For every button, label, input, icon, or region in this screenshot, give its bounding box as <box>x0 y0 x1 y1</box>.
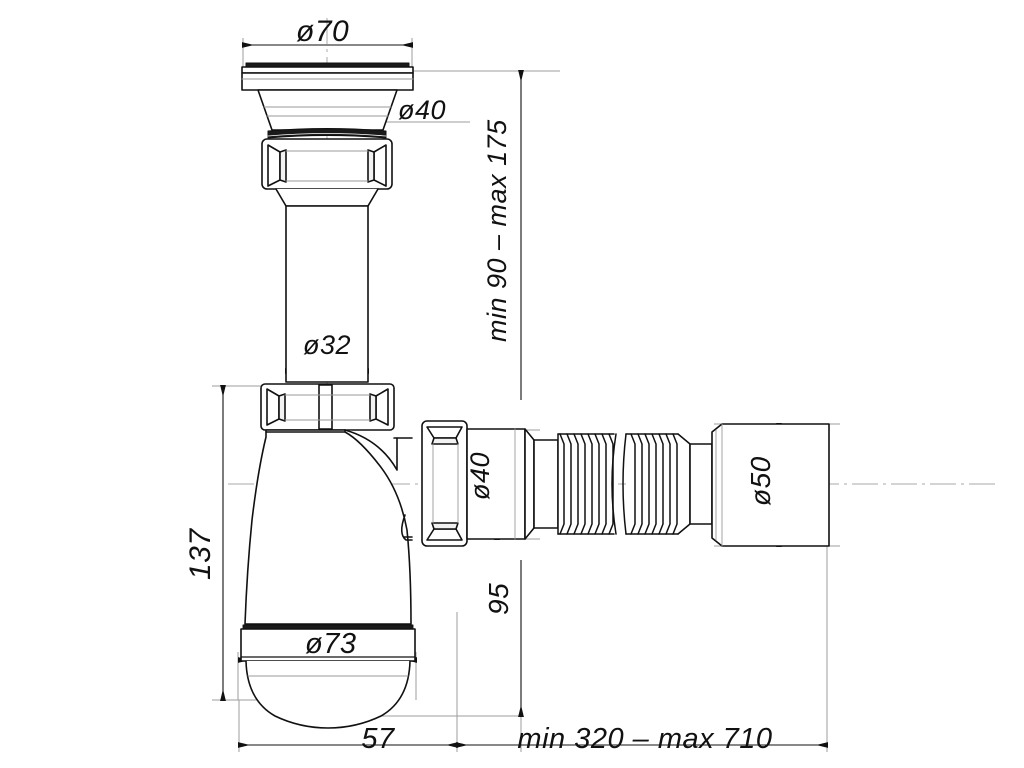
outlet-pipe-small <box>533 439 559 529</box>
outlet-pipe <box>466 428 559 540</box>
outlet-pipe-step <box>524 428 535 540</box>
hose-collar <box>689 443 713 525</box>
label-d40-outlet: ø40 <box>465 452 495 500</box>
bellows-right-endstep <box>677 433 691 535</box>
label-d32: ø32 <box>303 330 351 360</box>
label-min90-max175: min 90 – max 175 <box>482 119 512 342</box>
outlet-nut-rib-b2 <box>431 522 459 530</box>
seal-ring-highlight <box>267 133 387 137</box>
label-d40-inlet: ø40 <box>398 95 446 125</box>
transition-cone <box>275 188 379 207</box>
inlet-cone <box>257 89 398 131</box>
label-57: 57 <box>361 723 396 755</box>
lower-nut-rib-r2 <box>369 393 377 422</box>
upper-nut-rib-l2 <box>279 149 287 183</box>
bellows-right-folds <box>630 433 678 535</box>
sink-flange <box>241 62 414 91</box>
bowl-body <box>244 429 412 625</box>
label-min320-max710: min 320 – max 710 <box>517 723 772 755</box>
trap-bowl <box>244 429 413 625</box>
label-d50: ø50 <box>745 456 776 506</box>
outlet-nut-rib-t1 <box>426 426 463 439</box>
lower-nut-center-rib <box>318 384 333 430</box>
bellows-left-folds <box>559 433 614 535</box>
upper-nut-rib-r2 <box>367 149 375 183</box>
bowl-bottom-cap <box>240 624 416 729</box>
label-d70: ø70 <box>296 15 349 48</box>
bellows-left-fill <box>558 434 614 534</box>
label-d73: ø73 <box>305 628 356 660</box>
lower-nut-rib-l1 <box>266 388 280 426</box>
downpipe-body <box>285 205 369 383</box>
downpipe-top-transition <box>275 188 379 207</box>
upper-nut-rib-r1 <box>373 144 387 187</box>
cap-ring <box>240 628 416 662</box>
outlet-nut-rib-b1 <box>426 528 463 541</box>
vertical-downpipe <box>285 205 369 383</box>
label-95: 95 <box>483 583 514 615</box>
part-geometry <box>240 62 830 729</box>
bellows-right-break <box>622 433 627 535</box>
lower-nut-rib-r1 <box>375 388 389 426</box>
label-137: 137 <box>184 528 217 580</box>
upper-union-nut <box>261 138 393 190</box>
upper-nut-rib-l1 <box>267 144 281 187</box>
corrugated-hose-left <box>557 433 617 535</box>
bellows-left-break <box>611 433 617 535</box>
bowl-union-nut <box>260 383 395 431</box>
corrugated-hose-right <box>622 433 713 535</box>
end-socket-50 <box>711 423 830 547</box>
flange-plate-lower <box>241 72 414 91</box>
cap-dome <box>245 660 411 729</box>
flange-plate-upper <box>241 66 414 74</box>
outlet-union-nut <box>421 420 468 547</box>
dimension-labels: ø70 ø40 ø32 ø73 137 ø40 ø50 min 90 – max… <box>184 15 776 755</box>
cone-body <box>257 89 398 131</box>
bowl-shoulder-line <box>344 429 398 471</box>
inlet-seal-ring <box>267 128 387 139</box>
bowl-lower-shoulder <box>400 514 413 541</box>
outlet-nut-rib-t2 <box>431 437 459 445</box>
lower-nut-rib-l2 <box>278 393 286 422</box>
